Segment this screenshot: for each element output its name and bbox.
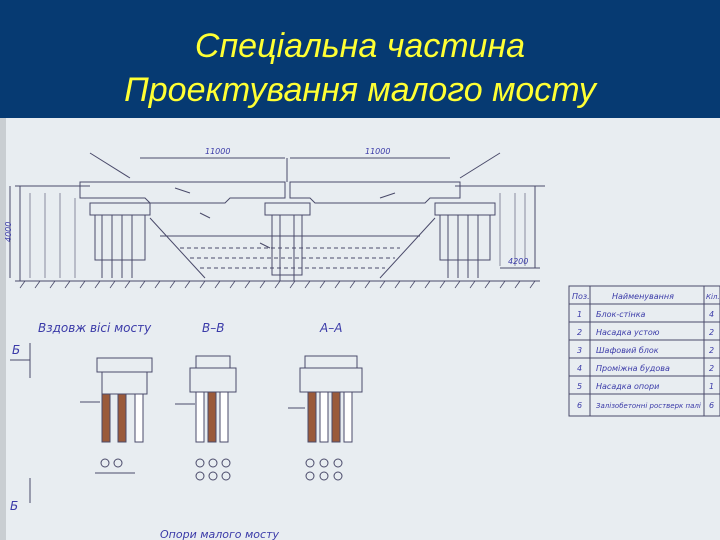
engineering-drawing: 11000 11000 4000 4200 Вздовж вісі мосту … <box>0 118 720 540</box>
section-mark-lines <box>10 343 31 503</box>
table-row-qty: 2 <box>709 364 714 373</box>
table-row-qty: 6 <box>709 401 714 410</box>
left-cone-slope <box>149 217 206 279</box>
table-row-pos: 3 <box>577 346 582 355</box>
paper-left-shadow <box>0 118 6 540</box>
view-section-1-label: В–В <box>202 321 224 335</box>
pier-view-section-2 <box>288 355 363 481</box>
height-dimension: 4000 <box>4 222 13 242</box>
bridge-drawing-svg: 11000 11000 4000 4200 Вздовж вісі мосту … <box>0 118 720 540</box>
left-span-beam <box>79 181 286 204</box>
table-row-name: Проміжна будова <box>596 364 670 373</box>
longitudinal-section <box>9 152 545 289</box>
table-header-pos: Поз. <box>572 292 590 301</box>
table-row-name: Шафовий блок <box>596 346 659 355</box>
drawing-caption: Опори малого мосту <box>160 528 279 540</box>
section-mark-bottom: Б <box>10 499 18 513</box>
span-left-dimension: 11000 <box>205 147 230 156</box>
pier-view-section-1 <box>175 355 237 481</box>
table-row-qty: 1 <box>709 382 714 391</box>
right-cone-slope <box>379 217 436 279</box>
title-banner: Спеціальна частина Проектування малого м… <box>0 0 720 118</box>
table-header-qty: Кіл. <box>706 293 720 301</box>
table-row-name: Насадка устою <box>596 328 660 337</box>
table-row-qty: 4 <box>709 310 714 319</box>
view-along-label: Вздовж вісі мосту <box>38 321 152 335</box>
span-right-dimension: 11000 <box>365 147 390 156</box>
table-row-name: Насадка опори <box>596 382 659 391</box>
table-row-name: Блок-стінка <box>596 310 646 319</box>
table-row-name: Залізобетонні ростверк палі <box>596 402 701 410</box>
slide-title-line-2: Проектування малого мосту <box>124 71 596 109</box>
right-span-beam <box>289 181 461 204</box>
table-row-pos: 5 <box>577 382 582 391</box>
slide-title-line-1: Спеціальна частина <box>194 27 526 65</box>
bottom-mark-dimension: 4200 <box>508 257 528 266</box>
table-row-pos: 2 <box>577 328 582 337</box>
left-abutment-body <box>94 214 146 261</box>
ground-hatching <box>19 280 536 289</box>
paper-sheet <box>0 118 720 540</box>
right-abutment-body <box>439 214 491 261</box>
table-row-qty: 2 <box>709 346 714 355</box>
table-header-name: Найменування <box>612 292 674 301</box>
table-row-pos: 6 <box>577 401 582 410</box>
table-row-pos: 1 <box>577 310 582 319</box>
view-section-2-label: А–А <box>319 321 342 335</box>
middle-pier-body <box>271 214 303 276</box>
section-mark-top: Б <box>12 343 20 357</box>
pier-view-along <box>80 357 153 474</box>
table-row-pos: 4 <box>577 364 582 373</box>
table-row-qty: 2 <box>709 328 714 337</box>
specification-table <box>568 285 720 417</box>
